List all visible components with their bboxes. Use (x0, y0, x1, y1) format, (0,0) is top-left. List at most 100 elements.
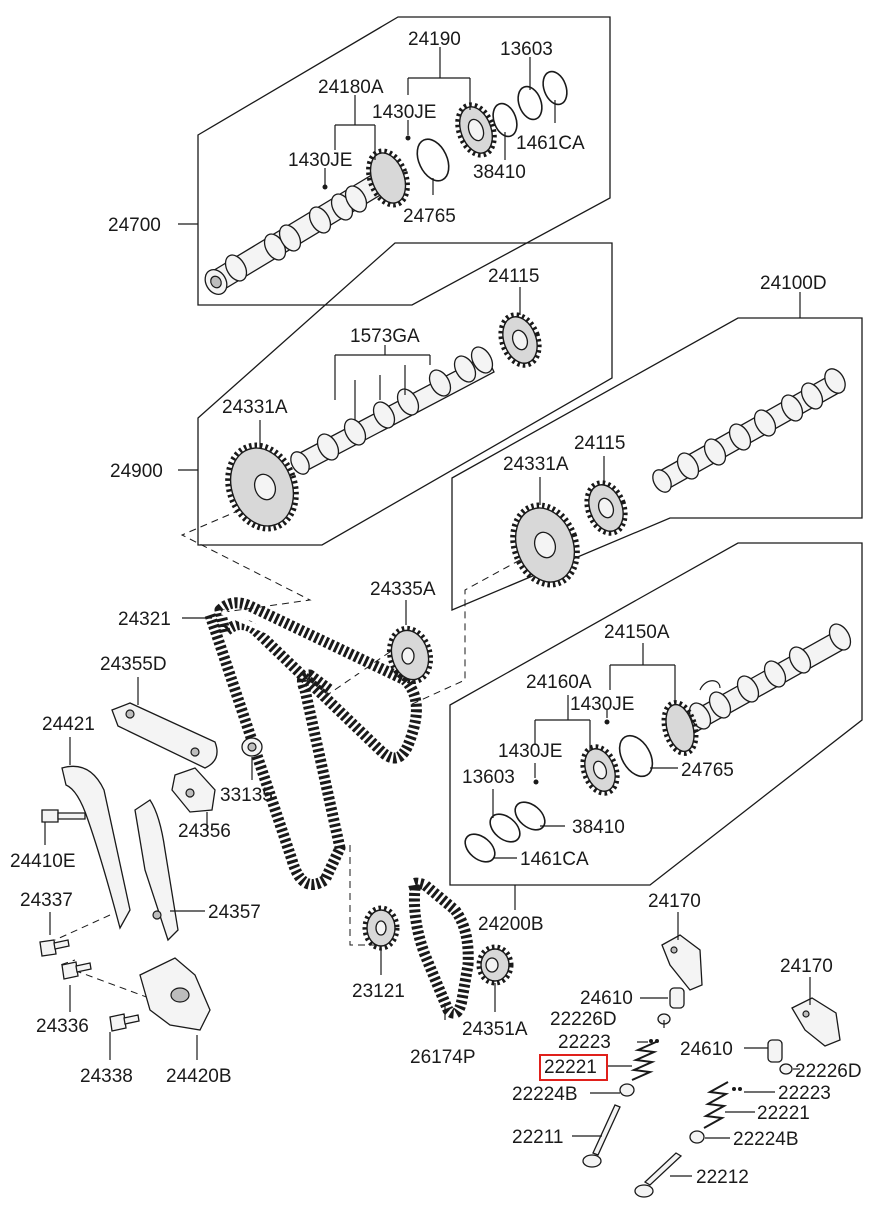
part-label-1430JE[interactable]: 1430JE (498, 741, 562, 762)
timing-chain-24321 (204, 597, 422, 890)
part-label-24200B[interactable]: 24200B (478, 914, 544, 935)
lash-adjuster-24610-2 (767, 1039, 783, 1063)
part-label-22224B[interactable]: 22224B (733, 1129, 799, 1150)
valve-collet-22223-2 (732, 1087, 742, 1091)
tensioner-24420B (139, 957, 211, 1031)
part-label-1461CA[interactable]: 1461CA (520, 849, 589, 870)
dashed-guide (180, 509, 312, 613)
part-label-24170[interactable]: 24170 (780, 956, 833, 977)
sprocket-24331A (225, 442, 299, 532)
part-label-24331A[interactable]: 24331A (222, 397, 288, 418)
part-label-24115[interactable]: 24115 (574, 433, 625, 454)
crank-sprocket-23121 (362, 905, 400, 951)
sprocket-24331A-2 (510, 502, 580, 588)
part-label-22212[interactable]: 22212 (696, 1167, 749, 1188)
part-label-24900[interactable]: 24900 (110, 461, 163, 482)
part-label-22211[interactable]: 22211 (512, 1127, 563, 1148)
part-label-24331A[interactable]: 24331A (503, 454, 569, 475)
dashed-guide (349, 845, 375, 946)
part-label-24420B[interactable]: 24420B (166, 1066, 232, 1087)
part-label-24355D[interactable]: 24355D (100, 654, 167, 675)
part-label-26174P[interactable]: 26174P (410, 1047, 476, 1068)
panel-intake-camshaft-assy (197, 16, 611, 306)
part-label-13603[interactable]: 13603 (500, 39, 553, 60)
part-label-22226D[interactable]: 22226D (550, 1009, 617, 1030)
pin-1430JE (604, 719, 610, 725)
part-label-24351A[interactable]: 24351A (462, 1019, 528, 1040)
part-label-24357[interactable]: 24357 (208, 902, 261, 923)
bracket-24356 (171, 767, 216, 813)
spring-seat-22224B-2 (689, 1130, 705, 1144)
part-label-24765[interactable]: 24765 (681, 760, 734, 781)
pin-1430JE (533, 779, 539, 785)
panel-exhaust-camshaft-assy-2 (451, 317, 863, 611)
part-label-1461CA[interactable]: 1461CA (516, 133, 585, 154)
part-label-1573GA[interactable]: 1573GA (350, 326, 420, 347)
part-label-24115[interactable]: 24115 (488, 266, 539, 287)
part-label-24150A[interactable]: 24150A (604, 622, 670, 643)
part-label-24356[interactable]: 24356 (178, 821, 231, 842)
part-label-24180A[interactable]: 24180A (318, 77, 384, 98)
sprocket-24115 (498, 312, 542, 368)
part-label-24335A[interactable]: 24335A (370, 579, 436, 600)
nut-33135 (241, 737, 263, 757)
camshaft-24700 (204, 169, 393, 295)
guide-24355D (111, 702, 218, 769)
part-label-24421[interactable]: 24421 (42, 714, 95, 735)
ring-13603-2 (489, 813, 521, 843)
sprocket-24180A (366, 148, 410, 208)
part-label-24336[interactable]: 24336 (36, 1016, 89, 1037)
idler-sprocket-24335A (386, 625, 434, 685)
part-label-24410E[interactable]: 24410E (10, 851, 76, 872)
camshaft-24900 (290, 346, 495, 475)
part-label-22226D[interactable]: 22226D (795, 1061, 862, 1082)
part-label-24765[interactable]: 24765 (403, 206, 456, 227)
panel-intake-camshaft-assy-2 (449, 542, 863, 886)
part-label-22221-highlighted[interactable]: 22221 (544, 1057, 597, 1078)
part-label-24338[interactable]: 24338 (80, 1066, 133, 1087)
dashed-guide (409, 559, 521, 706)
intake-valve-22211 (582, 1104, 621, 1168)
ring-38410 (492, 102, 518, 138)
part-label-24700[interactable]: 24700 (108, 215, 161, 236)
part-label-22223[interactable]: 22223 (778, 1083, 831, 1104)
part-label-1430JE[interactable]: 1430JE (288, 150, 352, 171)
part-label-24321[interactable]: 24321 (118, 609, 171, 630)
dashed-guide (54, 914, 111, 941)
part-label-33135[interactable]: 33135 (220, 785, 273, 806)
part-label-24610[interactable]: 24610 (680, 1039, 733, 1060)
part-label-24337[interactable]: 24337 (20, 890, 73, 911)
sprocket-24115-2 (584, 480, 628, 536)
ring-38410-2 (514, 801, 546, 831)
part-label-38410[interactable]: 38410 (473, 162, 526, 183)
part-label-1430JE[interactable]: 1430JE (372, 102, 436, 123)
bolt-24410E (41, 809, 86, 823)
part-label-23121[interactable]: 23121 (352, 981, 405, 1002)
part-label-13603[interactable]: 13603 (462, 767, 515, 788)
part-label-22223[interactable]: 22223 (558, 1032, 611, 1053)
part-label-22224B[interactable]: 22224B (512, 1084, 578, 1105)
tensioner-arm-24421 (61, 765, 131, 930)
rocker-arm-24170-1 (661, 934, 703, 991)
valve-spring-22221-2 (702, 1081, 730, 1129)
part-label-24610[interactable]: 24610 (580, 988, 633, 1009)
part-label-24190[interactable]: 24190 (408, 29, 461, 50)
part-label-24100D[interactable]: 24100D (760, 273, 827, 294)
sprocket-24190 (455, 102, 497, 158)
highlight-box-22221 (539, 1054, 608, 1081)
part-label-24170[interactable]: 24170 (648, 891, 701, 912)
sprocket-24351A (476, 944, 514, 986)
bolt-24336 (61, 961, 92, 980)
rocker-arm-24170-2 (791, 997, 841, 1047)
part-label-1430JE[interactable]: 1430JE (570, 694, 634, 715)
part-label-38410[interactable]: 38410 (572, 817, 625, 838)
valve-seal-22226D-2 (779, 1063, 793, 1075)
part-label-24160A[interactable]: 24160A (526, 672, 592, 693)
ring-1461CA-2 (464, 833, 496, 863)
leader-lines (44, 47, 811, 1177)
part-label-22221[interactable]: 22221 (757, 1103, 810, 1124)
lash-adjuster-24610-1 (669, 987, 685, 1009)
pin-1430JE (322, 184, 328, 190)
